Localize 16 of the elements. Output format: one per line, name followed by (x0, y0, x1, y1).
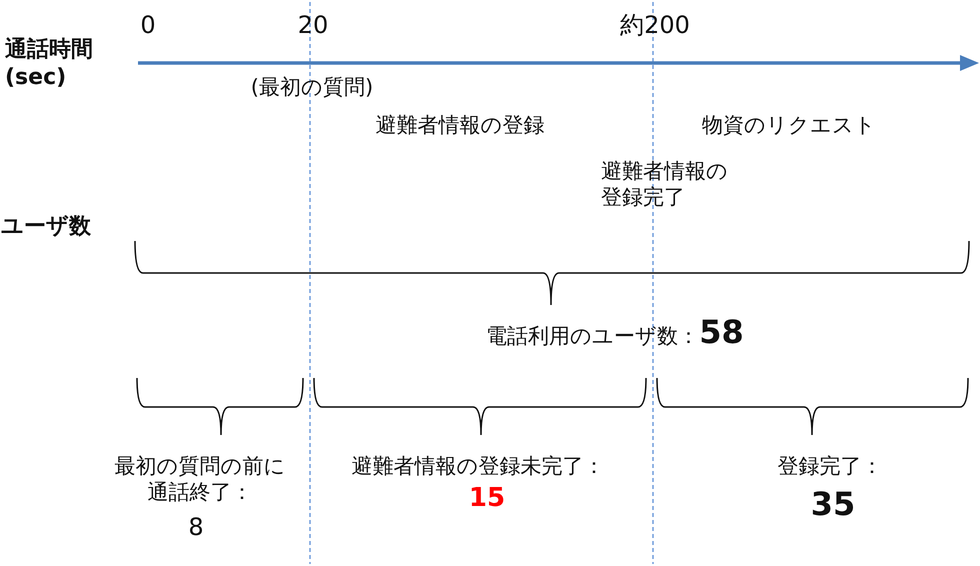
count-value: 35 (810, 484, 856, 524)
group-label: 避難者情報の登録未完了： (352, 453, 604, 480)
phase-label: 物資のリクエスト (702, 112, 876, 138)
count-value: 8 (188, 512, 204, 542)
tick-label: 約200 (620, 10, 690, 40)
group-label: 最初の質問の前に通話終了： (114, 453, 286, 506)
axis-title: 通話時間 (sec) (5, 36, 94, 91)
group-label: 登録完了： (778, 453, 882, 480)
total-count-label: 電話利用のユーザ数：58 (486, 312, 744, 352)
event-label: 避難者情報の登録完了 (601, 158, 729, 210)
count-value: 15 (468, 482, 506, 514)
axis-title: ユーザ数 (1, 213, 91, 240)
tick-label: 20 (298, 10, 328, 40)
event-label: (最初の質問) (250, 74, 374, 100)
phase-label: 避難者情報の登録 (376, 112, 544, 138)
tick-label: 0 (140, 10, 156, 40)
